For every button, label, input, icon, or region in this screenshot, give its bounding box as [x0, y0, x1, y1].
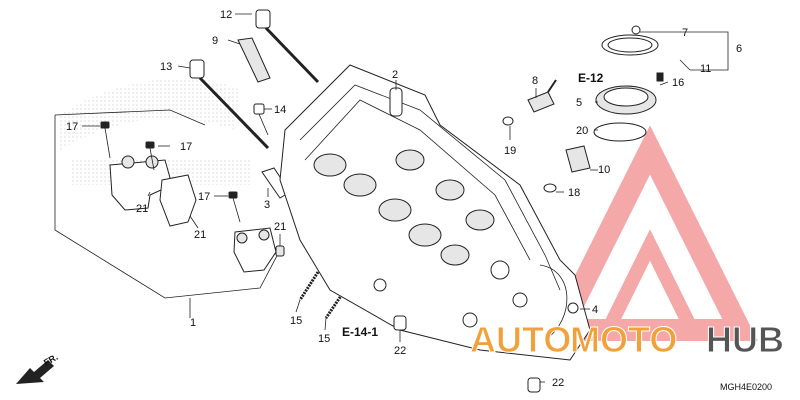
sensor-10 — [543, 145, 591, 193]
long-bolts — [189, 9, 320, 150]
insulator-assembly — [593, 25, 691, 142]
watermark-logo — [542, 125, 758, 341]
callout-8: 8 — [532, 75, 538, 87]
sleeve-part-2 — [389, 87, 403, 117]
sensor-8 — [502, 79, 557, 126]
reference-e12: E-12 — [578, 71, 604, 85]
part-1-group-outline — [54, 109, 281, 318]
callout-15-right: 15 — [318, 333, 330, 345]
callout-4: 4 — [592, 304, 598, 316]
callout-2: 2 — [392, 69, 398, 81]
callout-18: 18 — [568, 187, 580, 199]
front-direction-label: FR. — [42, 352, 60, 368]
callout-9: 9 — [212, 35, 218, 47]
callout-12: 12 — [220, 9, 232, 21]
reference-e14-1: E-14-1 — [342, 325, 378, 339]
callout-6: 6 — [736, 43, 742, 55]
dowel-pins-22 — [393, 315, 541, 393]
callout-19: 19 — [504, 145, 516, 157]
stud-bolt-9 — [237, 37, 271, 83]
callout-20: 20 — [576, 125, 588, 137]
watermark-word-moto: MOTO — [570, 319, 677, 360]
watermark-text: AUTO MOTO HUB — [470, 319, 785, 361]
part-4-marker — [567, 302, 579, 314]
leader-lines — [82, 13, 729, 383]
watermark-word-hub: HUB — [706, 319, 784, 360]
callout-22-right: 22 — [552, 377, 564, 389]
camshaft-holder-right — [233, 227, 285, 273]
cylinder-head-body — [279, 64, 591, 361]
callout-10: 10 — [598, 164, 610, 176]
drawing-code: MGH4E0200 — [720, 382, 772, 392]
callout-11: 11 — [700, 63, 711, 75]
callout-7: 7 — [682, 27, 688, 39]
callout-16: 16 — [672, 77, 684, 89]
callout-13: 13 — [160, 61, 172, 73]
callout-3: 3 — [264, 199, 270, 211]
callout-15-left: 15 — [290, 315, 302, 327]
callout-5: 5 — [576, 97, 582, 109]
callout-1: 1 — [190, 317, 196, 329]
callout-21-middle: 21 — [194, 229, 206, 241]
front-direction-indicator: FR. — [16, 352, 60, 384]
callout-21-left: 21 — [136, 203, 148, 215]
callout-14: 14 — [274, 104, 286, 116]
callout-17-middle: 17 — [180, 141, 192, 153]
callout-17-top: 17 — [66, 121, 78, 133]
callout-22-left: 22 — [394, 345, 406, 357]
callout-17-bottom: 17 — [198, 191, 210, 203]
camshaft-holder-left — [109, 155, 197, 227]
callout-21-right: 21 — [274, 221, 286, 233]
callout-labels: 1 2 3 4 5 6 7 8 9 10 11 12 13 14 15 15 1… — [66, 9, 742, 389]
watermark-word-auto: AUTO — [470, 319, 571, 360]
bolt-17-parts — [100, 121, 241, 223]
